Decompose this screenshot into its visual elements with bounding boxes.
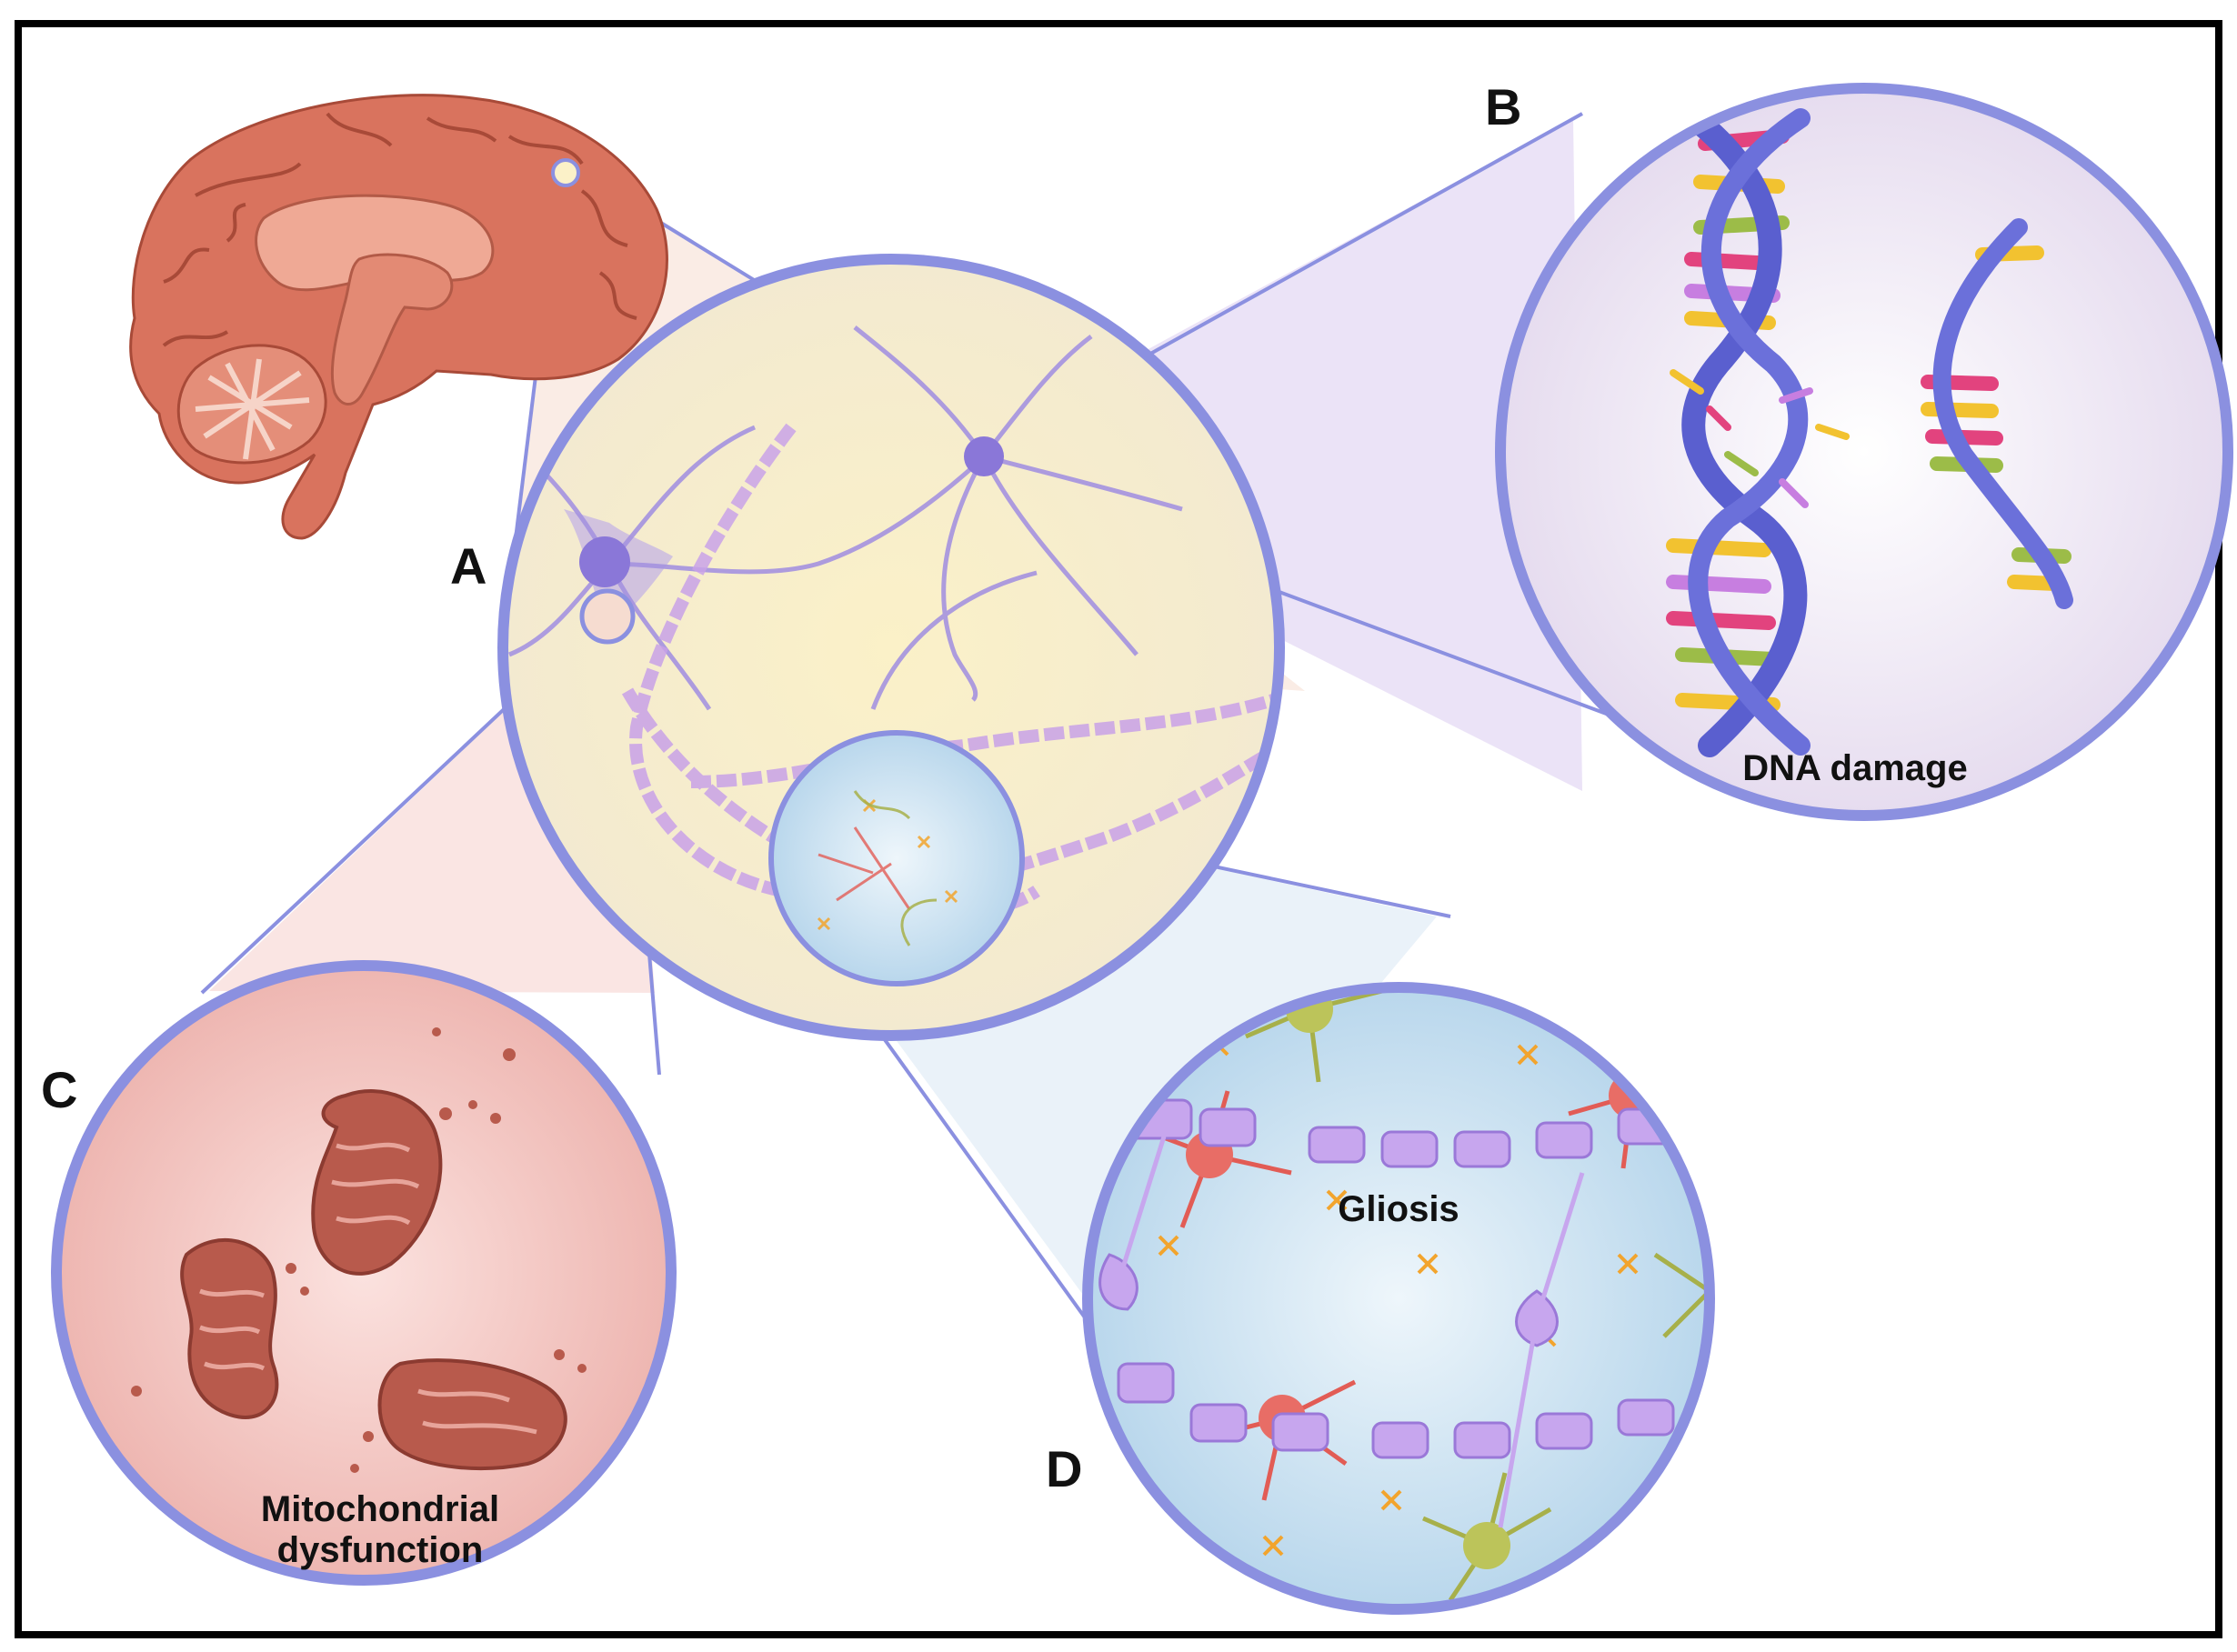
panel-b-letter: B <box>1485 78 1521 135</box>
circle-a-neurons <box>497 254 1285 1041</box>
panel-d-caption: Gliosis <box>1338 1189 1459 1229</box>
panel-c-letter: C <box>41 1061 77 1118</box>
circle-d-gliosis <box>1082 982 1715 1615</box>
panel-a-letter: A <box>450 537 487 595</box>
circle-b-dna <box>1495 83 2233 821</box>
myelinated-axon-icon <box>1098 1098 1675 1459</box>
panel-c-caption-line2: dysfunction <box>277 1530 484 1570</box>
circle-c-mitochondria <box>51 960 677 1586</box>
panel-c-caption-line1: Mitochondrial <box>261 1489 499 1529</box>
brain-icon <box>129 94 668 540</box>
panel-b-caption: DNA damage <box>1742 748 1967 788</box>
dna-helix-icon <box>1666 97 2073 757</box>
panel-d-letter: D <box>1046 1440 1082 1497</box>
